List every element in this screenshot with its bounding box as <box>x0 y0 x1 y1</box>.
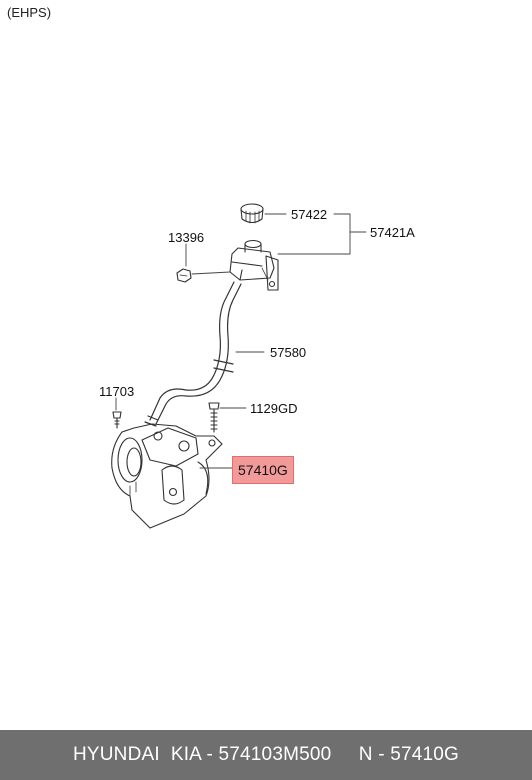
part-number-footer: HYUNDAI KIA - 574103M500 N - 57410G <box>0 730 532 780</box>
pump-drawing <box>111 423 223 529</box>
section-label: (EHPS) <box>7 5 52 20</box>
screw-drawing <box>112 411 122 429</box>
nut-drawing <box>176 268 192 283</box>
reservoir-drawing <box>229 239 279 291</box>
label-1129gd: 1129GD <box>250 401 298 416</box>
hose-drawing <box>144 281 242 427</box>
leader-lines <box>115 213 367 469</box>
label-57580: 57580 <box>270 345 307 360</box>
label-13396: 13396 <box>168 230 205 245</box>
label-57422: 57422 <box>291 207 328 222</box>
reservoir-cap-drawing <box>240 203 264 224</box>
bolt-drawing <box>208 402 220 433</box>
label-57421a: 57421A <box>370 225 415 240</box>
label-11703: 11703 <box>99 384 135 399</box>
parts-diagram <box>111 203 367 529</box>
label-57410g-highlighted[interactable]: 57410G <box>232 456 294 484</box>
